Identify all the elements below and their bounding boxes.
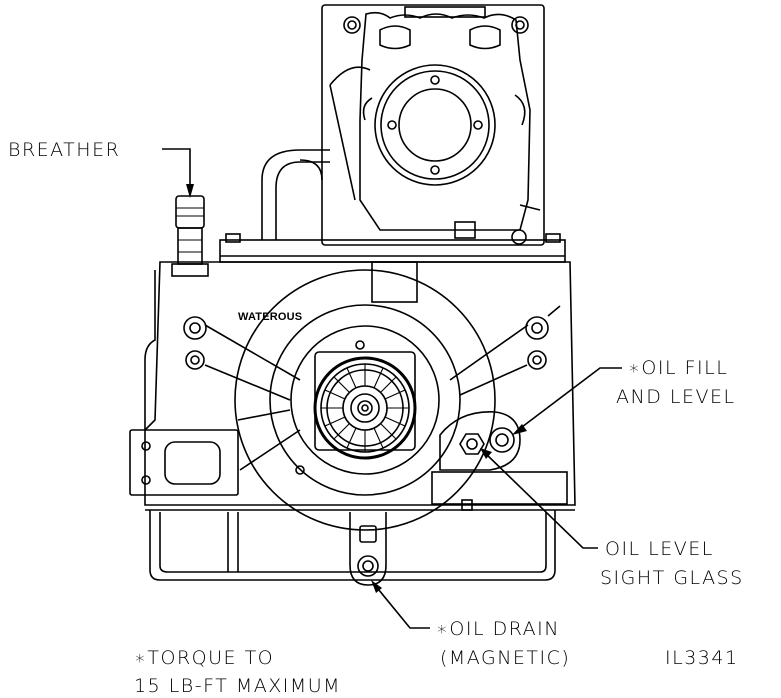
upper-housing	[261, 4, 545, 246]
sight-glass-arrow	[480, 448, 492, 459]
oil-drain-label-1: ∗OIL DRAIN	[436, 618, 560, 640]
sight-glass-label-1: OIL LEVEL	[605, 538, 714, 560]
oil-drain-arrow	[371, 580, 382, 593]
oil-fill-label-1: ∗OIL FILL	[628, 357, 728, 379]
oil-fill-arrow	[512, 424, 527, 435]
sight-glass-label-2: SIGHT GLASS	[600, 567, 744, 589]
main-case: WATEROUS	[129, 261, 576, 531]
breather-label: BREATHER	[8, 139, 120, 161]
torque-note-2: 15 LB-FT MAXIMUM	[134, 675, 341, 697]
breather-fitting	[171, 195, 209, 277]
leader-lines	[162, 148, 622, 629]
oil-pan	[149, 510, 556, 586]
figure-id: IL3341	[665, 647, 739, 669]
oil-drain-label-2: (MAGNETIC)	[440, 647, 570, 669]
brand-text: WATEROUS	[238, 311, 302, 323]
torque-note-1: ∗TORQUE TO	[134, 647, 274, 669]
oil-fill-label-2: AND LEVEL	[616, 386, 736, 408]
breather-arrow	[186, 184, 194, 198]
